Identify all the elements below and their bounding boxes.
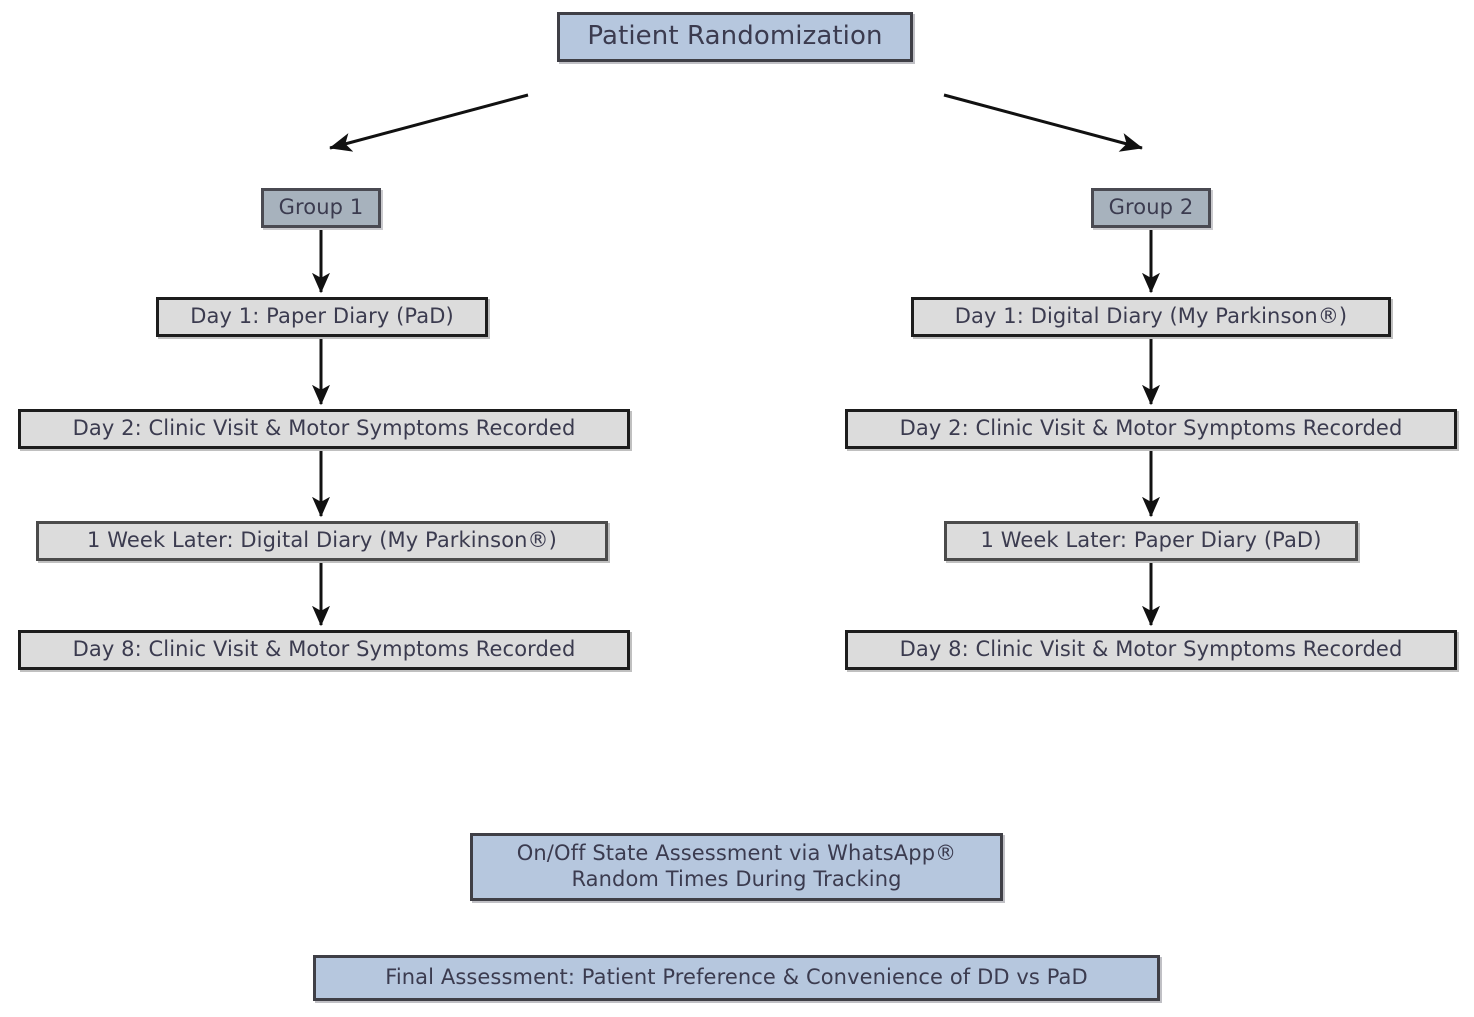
node-g2-day8[interactable]: Day 8: Clinic Visit & Motor Symptoms Rec… [845,630,1457,670]
arrow-to-group-1 [329,93,529,152]
node-g1-week-later[interactable]: 1 Week Later: Digital Diary (My Parkinso… [36,521,608,561]
node-g1-day1[interactable]: Day 1: Paper Diary (PaD) [156,297,488,337]
node-patient-randomization[interactable]: Patient Randomization [557,12,913,62]
node-g1-day8[interactable]: Day 8: Clinic Visit & Motor Symptoms Rec… [18,630,630,670]
node-g1-day2[interactable]: Day 2: Clinic Visit & Motor Symptoms Rec… [18,409,630,449]
node-g2-week-later[interactable]: 1 Week Later: Paper Diary (PaD) [944,521,1358,561]
node-group-2[interactable]: Group 2 [1091,188,1211,228]
node-group-1[interactable]: Group 1 [261,188,381,228]
node-onoff-state-assessment[interactable]: On/Off State Assessment via WhatsApp® Ra… [470,833,1003,901]
arrow-to-group-2 [943,93,1143,152]
node-g2-day1[interactable]: Day 1: Digital Diary (My Parkinson®) [911,297,1391,337]
node-final-assessment[interactable]: Final Assessment: Patient Preference & C… [313,955,1160,1001]
node-g2-day2[interactable]: Day 2: Clinic Visit & Motor Symptoms Rec… [845,409,1457,449]
